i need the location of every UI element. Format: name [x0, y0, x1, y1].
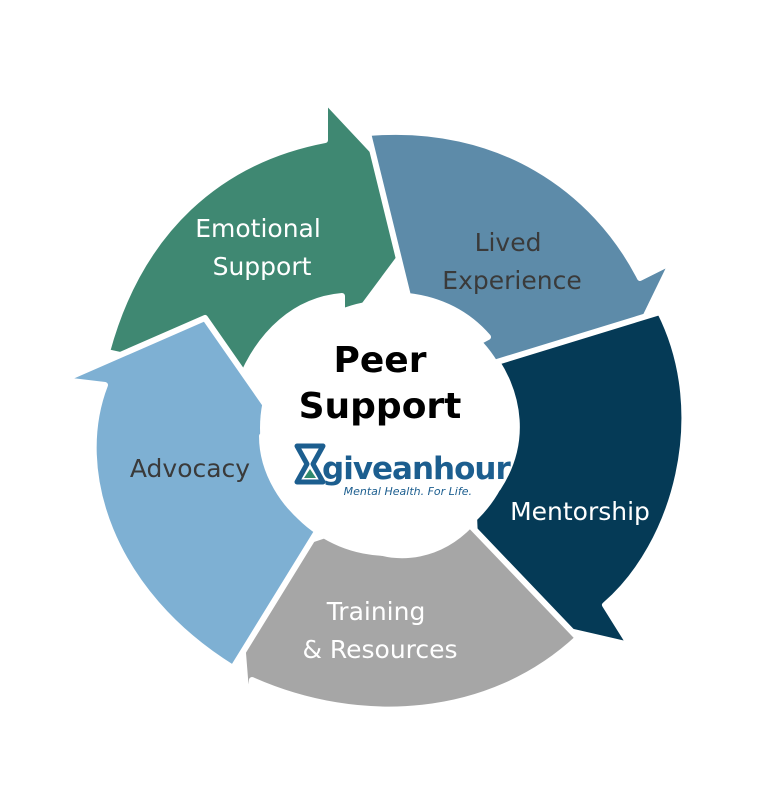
segment-arrow-mentorship	[469, 309, 688, 648]
arrow-shape-training-resources	[233, 519, 581, 719]
segment-arrow-training-resources	[233, 519, 581, 719]
label-mentorship: Mentorship	[510, 497, 650, 526]
label-advocacy: Advocacy	[130, 454, 250, 483]
center-title-line2: Support	[299, 386, 462, 427]
arrow-shape-mentorship	[469, 309, 688, 648]
hourglass-icon	[294, 443, 326, 485]
center-title-line1: Peer	[334, 340, 427, 381]
label-training-resources-line1: Training	[326, 597, 426, 626]
label-advocacy-line1: Advocacy	[130, 454, 250, 483]
label-mentorship-line1: Mentorship	[510, 497, 650, 526]
center-circle	[260, 300, 516, 556]
giveanhour-logo: giveanhour Mental Health. For Life.	[294, 443, 512, 498]
label-lived-experience-line1: Lived	[475, 228, 542, 257]
label-emotional-support-line2: Support	[213, 252, 312, 281]
label-lived-experience-line2: Experience	[442, 266, 581, 295]
label-emotional-support: Emotional Support	[195, 214, 329, 281]
logo-wordmark: giveanhour	[322, 451, 511, 487]
label-emotional-support-line1: Emotional	[195, 214, 321, 243]
label-lived-experience: Lived Experience	[442, 228, 581, 295]
logo-tagline: Mental Health. For Life.	[344, 485, 472, 498]
label-training-resources-line2: & Resources	[302, 635, 457, 664]
label-training-resources: Training & Resources	[302, 597, 457, 664]
